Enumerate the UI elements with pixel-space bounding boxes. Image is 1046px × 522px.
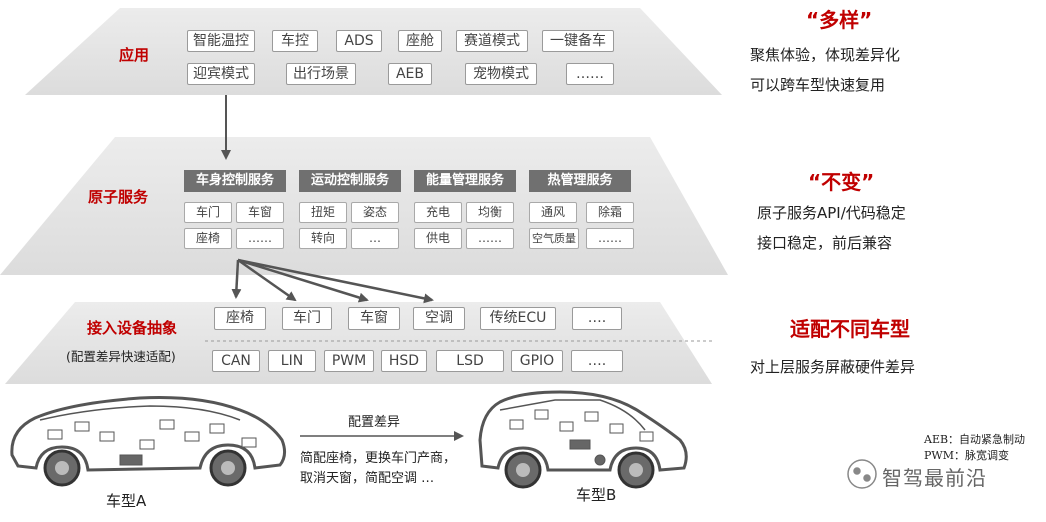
device-item: 车门 <box>282 307 332 330</box>
app-item: 一键备车 <box>542 30 614 52</box>
app-item: 赛道模式 <box>456 30 528 52</box>
device-item: 空调 <box>413 307 465 330</box>
service-item: 均衡 <box>466 202 514 223</box>
watermark-text: 智驾最前沿 <box>882 466 987 490</box>
device-item: …. <box>571 350 623 372</box>
car-a-label: 车型A <box>106 492 147 510</box>
legend-aeb: AEB：自动紧急制动 <box>924 433 1026 446</box>
device-item: …. <box>572 307 622 330</box>
constant-title: “不变” <box>808 170 875 194</box>
constant-text: 接口稳定，前后兼容 <box>757 234 893 252</box>
service-item: 转向 <box>299 228 347 249</box>
config-diff-details: 简配座椅，更换车门产商， 取消天窗，简配空调 … <box>300 449 456 489</box>
service-item: 供电 <box>414 228 462 249</box>
app-item: 智能温控 <box>187 30 255 52</box>
diverse-text: 聚焦体验，体现差异化 <box>750 46 901 64</box>
device-tier-label: 接入设备抽象 <box>87 319 178 337</box>
app-item: 出行场景 <box>286 63 356 85</box>
service-item: 除霜 <box>586 202 634 223</box>
service-item: 姿态 <box>351 202 399 223</box>
config-diff-label: 配置差异 <box>348 415 401 430</box>
app-tier-label: 应用 <box>119 46 150 64</box>
diverse-title: “多样” <box>806 8 873 32</box>
watermark-logo <box>847 459 877 489</box>
config-diff-line: 简配座椅，更换车门产商， <box>300 451 457 466</box>
car-b-label: 车型B <box>576 486 617 504</box>
service-item: …… <box>236 228 284 249</box>
app-item: 宠物模式 <box>465 63 537 85</box>
car-a-illustration <box>10 396 287 487</box>
service-header: 车身控制服务 <box>184 170 286 192</box>
device-item: 传统ECU <box>480 307 556 330</box>
device-tier-sublabel: (配置差异快速适配) <box>66 349 176 364</box>
app-item: 迎宾模式 <box>187 63 255 85</box>
app-item: 车控 <box>272 30 318 52</box>
device-item: GPIO <box>511 350 563 372</box>
adapt-title: 适配不同车型 <box>790 317 910 341</box>
device-item: LIN <box>268 350 316 372</box>
service-item: …… <box>466 228 514 249</box>
atomic-tier-label: 原子服务 <box>88 188 149 206</box>
service-header: 能量管理服务 <box>414 170 516 192</box>
app-item: …… <box>566 63 614 85</box>
car-b-illustration <box>478 390 688 489</box>
service-header: 运动控制服务 <box>299 170 401 192</box>
service-header: 热管理服务 <box>529 170 631 192</box>
constant-text: 原子服务API/代码稳定 <box>757 204 906 222</box>
device-item: LSD <box>436 350 504 372</box>
service-item: 充电 <box>414 202 462 223</box>
service-item: 车门 <box>184 202 232 223</box>
service-item: 车窗 <box>236 202 284 223</box>
service-item: 通风 <box>529 202 577 223</box>
device-item: 车窗 <box>348 307 400 330</box>
app-item: AEB <box>388 63 432 85</box>
service-item: …… <box>586 228 634 249</box>
service-item: … <box>351 228 399 249</box>
adapt-text: 对上层服务屏蔽硬件差异 <box>750 358 916 376</box>
device-item: HSD <box>381 350 427 372</box>
diverse-text: 可以跨车型快速复用 <box>750 76 886 94</box>
app-item: ADS <box>336 30 382 52</box>
device-item: PWM <box>324 350 374 372</box>
legend-pwm: PWM：脉宽调变 <box>924 449 1009 462</box>
service-item: 座椅 <box>184 228 232 249</box>
device-item: CAN <box>212 350 260 372</box>
app-item: 座舱 <box>398 30 442 52</box>
config-diff-line: 取消天窗，简配空调 … <box>300 471 435 486</box>
service-item: 扭矩 <box>299 202 347 223</box>
service-item: 空气质量 <box>529 228 579 249</box>
device-item: 座椅 <box>214 307 266 330</box>
car-a-components <box>47 419 257 466</box>
car-b-components <box>509 409 654 466</box>
service-to-device-arrows <box>231 258 434 304</box>
